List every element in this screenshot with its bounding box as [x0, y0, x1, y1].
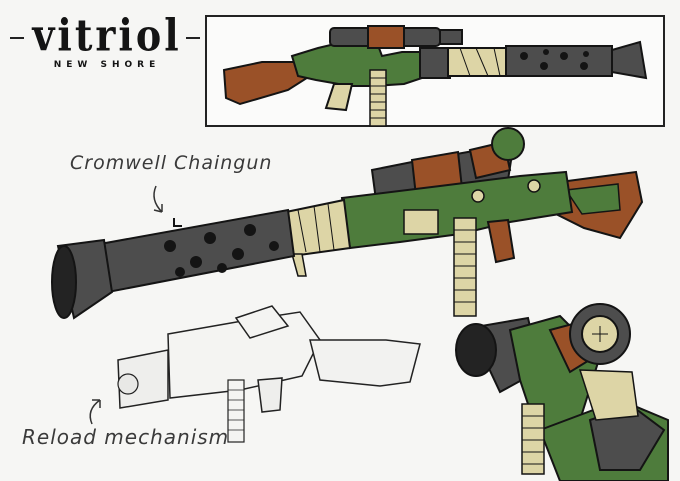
logo-right-ornament: [186, 37, 200, 39]
reload-mechanism-sketch: [117, 305, 421, 443]
pointer-arrow-icon: [153, 185, 163, 213]
vitriol-logo: vitriol NEW SHORE: [10, 8, 200, 70]
logo-title: vitriol: [32, 8, 182, 61]
logo-subtitle: NEW SHORE: [53, 60, 161, 70]
side-view-panel: [205, 15, 665, 127]
weapon-name-label: Cromwell Chaingun: [70, 152, 273, 174]
pointer-arrow-icon: [89, 399, 101, 425]
logo-left-ornament: [10, 37, 24, 39]
closeup-belt: [521, 403, 545, 475]
main-chaingun-view: [51, 127, 644, 320]
reload-mechanism-label: Reload mechanism: [22, 425, 230, 449]
closeup-view: [455, 303, 669, 481]
ammo-belt: [453, 217, 477, 317]
